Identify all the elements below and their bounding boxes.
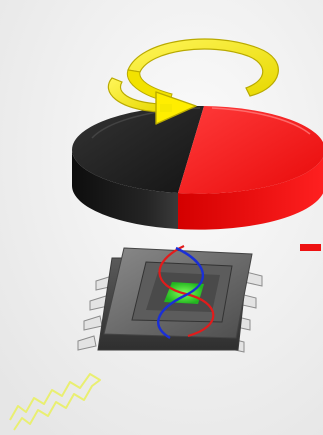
position-marker-icon xyxy=(300,244,321,251)
diametric-magnet-icon xyxy=(72,106,323,230)
